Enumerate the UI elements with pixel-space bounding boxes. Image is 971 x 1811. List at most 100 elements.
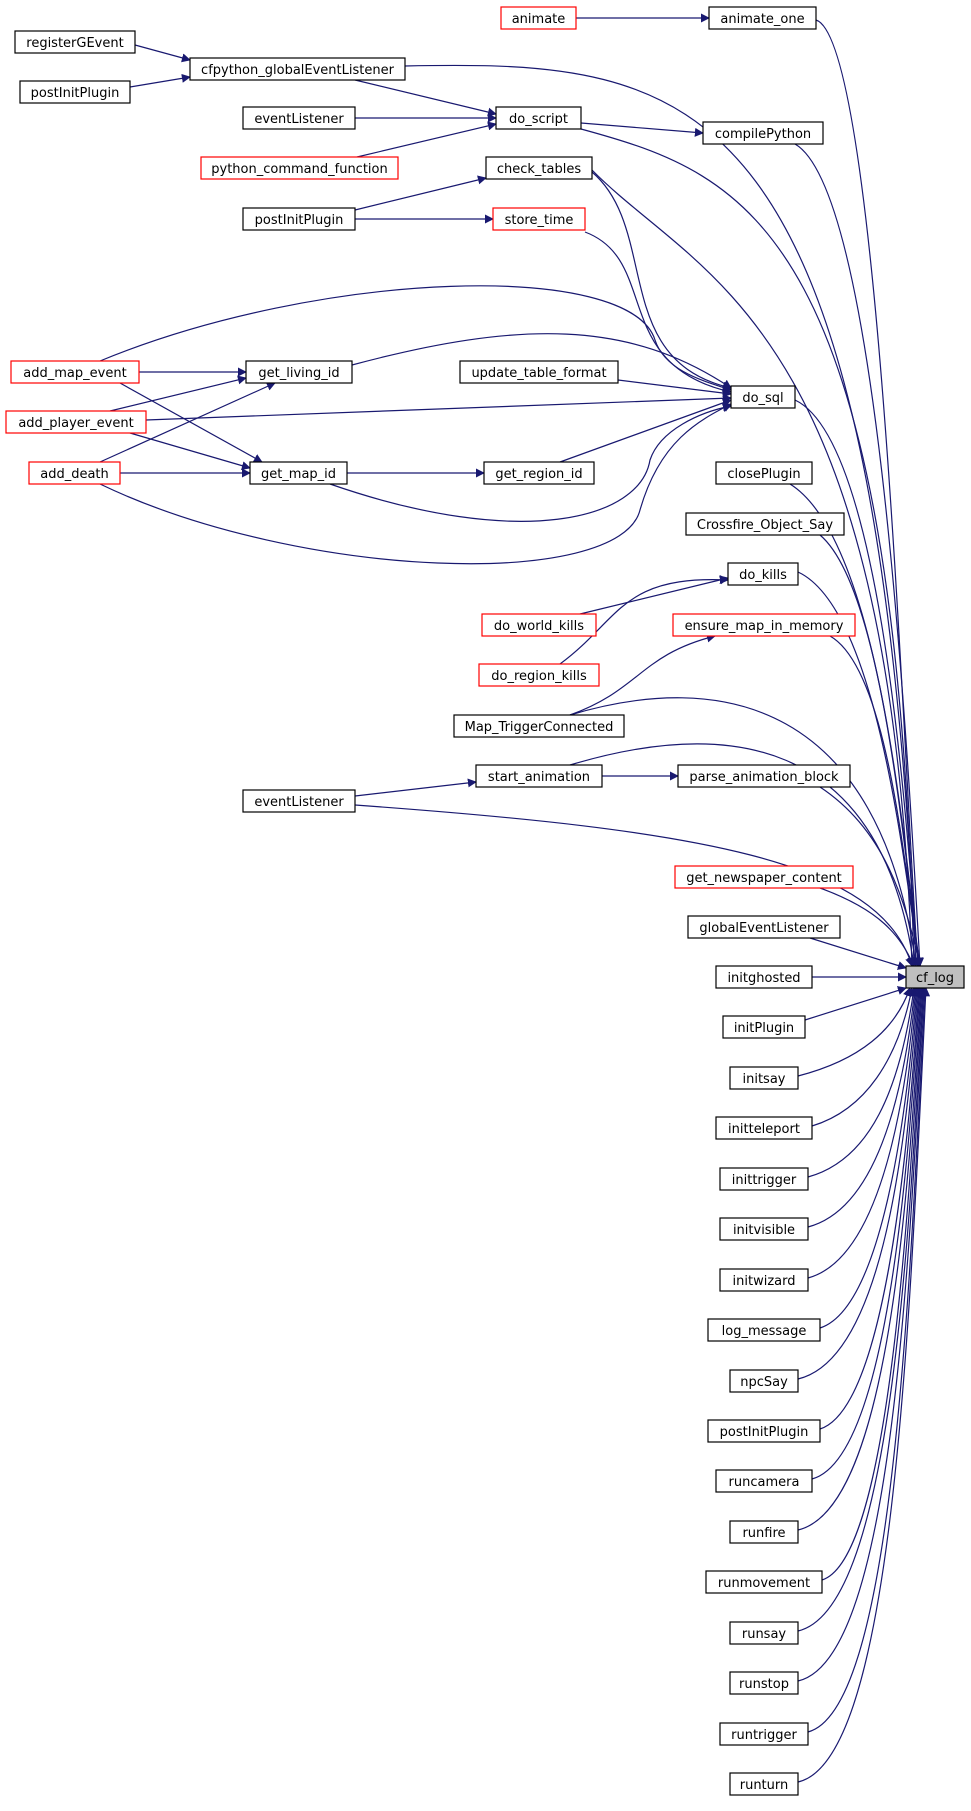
node-animate-one[interactable]: animate_one xyxy=(708,6,817,30)
edge-add_death-to-get_living_id xyxy=(99,382,276,463)
node-box xyxy=(702,121,824,145)
node-runmovement[interactable]: runmovement xyxy=(705,1570,823,1594)
edge-registerGEvent-to-cfpython_globalEventListener xyxy=(134,44,191,63)
node-label: registerGEvent xyxy=(26,36,123,51)
node-box xyxy=(729,1066,799,1090)
node-do-kills[interactable]: do_kills xyxy=(727,562,799,586)
node-label: compilePython xyxy=(715,127,811,142)
node-start-animation[interactable]: start_animation xyxy=(475,764,603,788)
node-box xyxy=(705,1570,823,1594)
node-label: add_player_event xyxy=(18,416,133,431)
edge-Map_TriggerConnected-to-cf_log xyxy=(569,697,920,967)
node-add-death[interactable]: add_death xyxy=(28,461,121,485)
node-compilepython[interactable]: compilePython xyxy=(702,121,824,145)
node-postinitplugin-1[interactable]: postInitPlugin xyxy=(19,80,131,104)
node-box xyxy=(719,1217,809,1241)
node-label: animate xyxy=(512,12,566,27)
node-box xyxy=(707,1318,821,1342)
node-label: add_map_event xyxy=(23,366,126,381)
node-add-player-event[interactable]: add_player_event xyxy=(5,410,147,434)
node-label: animate_one xyxy=(720,12,804,27)
node-postinitplugin-2[interactable]: postInitPlugin xyxy=(242,207,356,231)
node-label: python_command_function xyxy=(211,162,387,177)
edge-get_region_id-to-do_sql xyxy=(559,398,732,463)
edge-add_player_event-to-get_living_id xyxy=(109,375,247,412)
node-registergevent[interactable]: registerGEvent xyxy=(14,30,136,54)
node-do-world-kills[interactable]: do_world_kills xyxy=(481,613,597,637)
edge-eventListener_2-to-cf_log xyxy=(354,804,914,967)
node-label: runfire xyxy=(742,1526,785,1541)
node-closeplugin[interactable]: closePlugin xyxy=(715,461,813,485)
node-add-map-event[interactable]: add_map_event xyxy=(10,360,140,384)
node-box xyxy=(719,1167,809,1191)
node-initsay[interactable]: initsay xyxy=(729,1066,799,1090)
node-get-region-id[interactable]: get_region_id xyxy=(483,461,595,485)
node-box xyxy=(729,1621,799,1645)
node-eventlistener-1[interactable]: eventListener xyxy=(242,106,356,130)
node-box xyxy=(905,965,965,989)
node-do-sql[interactable]: do_sql xyxy=(730,385,796,409)
node-initvisible[interactable]: initvisible xyxy=(719,1217,809,1241)
node-initghosted[interactable]: initghosted xyxy=(715,965,813,989)
node-runsay[interactable]: runsay xyxy=(729,1621,799,1645)
node-label: postInitPlugin xyxy=(255,213,344,228)
node-label: initvisible xyxy=(733,1223,795,1238)
node-label: cfpython_globalEventListener xyxy=(201,63,395,78)
node-label: initPlugin xyxy=(734,1021,794,1036)
node-box xyxy=(715,1469,813,1493)
node-do-script[interactable]: do_script xyxy=(495,106,582,130)
node-get-map-id[interactable]: get_map_id xyxy=(249,461,348,485)
node-cf-log[interactable]: cf_log xyxy=(905,965,965,989)
node-cfpython-globaleventlistener[interactable]: cfpython_globalEventListener xyxy=(189,57,406,81)
node-eventlistener-2[interactable]: eventListener xyxy=(242,789,356,813)
node-runtrigger[interactable]: runtrigger xyxy=(719,1722,809,1746)
node-label: get_region_id xyxy=(495,467,582,482)
node-parse-animation-block[interactable]: parse_animation_block xyxy=(677,764,851,788)
node-label: add_death xyxy=(40,467,109,482)
node-label: log_message xyxy=(722,1324,807,1339)
node-npcsay[interactable]: npcSay xyxy=(729,1369,799,1393)
node-animate[interactable]: animate xyxy=(500,6,577,30)
node-check-tables[interactable]: check_tables xyxy=(485,156,593,180)
edge-store_time-to-do_sql xyxy=(584,231,732,395)
node-label: runstop xyxy=(739,1677,789,1692)
node-globaleventlistener[interactable]: globalEventListener xyxy=(687,915,841,939)
node-update-table-format[interactable]: update_table_format xyxy=(459,360,619,384)
node-postinitplugin-3[interactable]: postInitPlugin xyxy=(707,1419,821,1443)
node-store-time[interactable]: store_time xyxy=(492,207,586,231)
node-runstop[interactable]: runstop xyxy=(729,1671,799,1695)
node-label: get_map_id xyxy=(261,467,336,482)
node-map-triggerconnected[interactable]: Map_TriggerConnected xyxy=(453,714,625,738)
node-box xyxy=(707,1419,821,1443)
node-log-message[interactable]: log_message xyxy=(707,1318,821,1342)
node-get-newspaper-content[interactable]: get_newspaper_content xyxy=(674,865,854,889)
node-label: closePlugin xyxy=(727,467,800,482)
node-get-living-id[interactable]: get_living_id xyxy=(245,360,353,384)
node-initwizard[interactable]: initwizard xyxy=(719,1268,809,1292)
node-box xyxy=(28,461,121,485)
node-runturn[interactable]: runturn xyxy=(729,1772,799,1796)
edge-do_region_kills-to-do_kills xyxy=(559,575,729,665)
node-initplugin[interactable]: initPlugin xyxy=(722,1015,806,1039)
node-ensure-map-in-memory[interactable]: ensure_map_in_memory xyxy=(672,613,856,637)
node-box xyxy=(242,207,356,231)
edge-runturn-to-cf_log xyxy=(797,987,931,1783)
node-do-region-kills[interactable]: do_region_kills xyxy=(478,663,600,687)
edge-runfire-to-cf_log xyxy=(797,987,926,1531)
edge-check_tables-to-do_sql xyxy=(591,171,732,391)
node-crossfire-object-say[interactable]: Crossfire_Object_Say xyxy=(685,512,845,536)
edge-runtrigger-to-cf_log xyxy=(807,987,930,1733)
node-box xyxy=(715,965,813,989)
node-box xyxy=(10,360,140,384)
node-box xyxy=(715,461,813,485)
node-runcamera[interactable]: runcamera xyxy=(715,1469,813,1493)
node-label: Crossfire_Object_Say xyxy=(697,518,833,533)
node-box xyxy=(481,613,597,637)
node-initteleport[interactable]: initteleport xyxy=(715,1116,813,1140)
node-box xyxy=(189,57,406,81)
node-runfire[interactable]: runfire xyxy=(729,1520,799,1544)
edge-do_sql-to-cf_log xyxy=(794,399,922,967)
node-inittrigger[interactable]: inittrigger xyxy=(719,1167,809,1191)
node-python-command-function[interactable]: python_command_function xyxy=(200,156,399,180)
node-box xyxy=(500,6,577,30)
